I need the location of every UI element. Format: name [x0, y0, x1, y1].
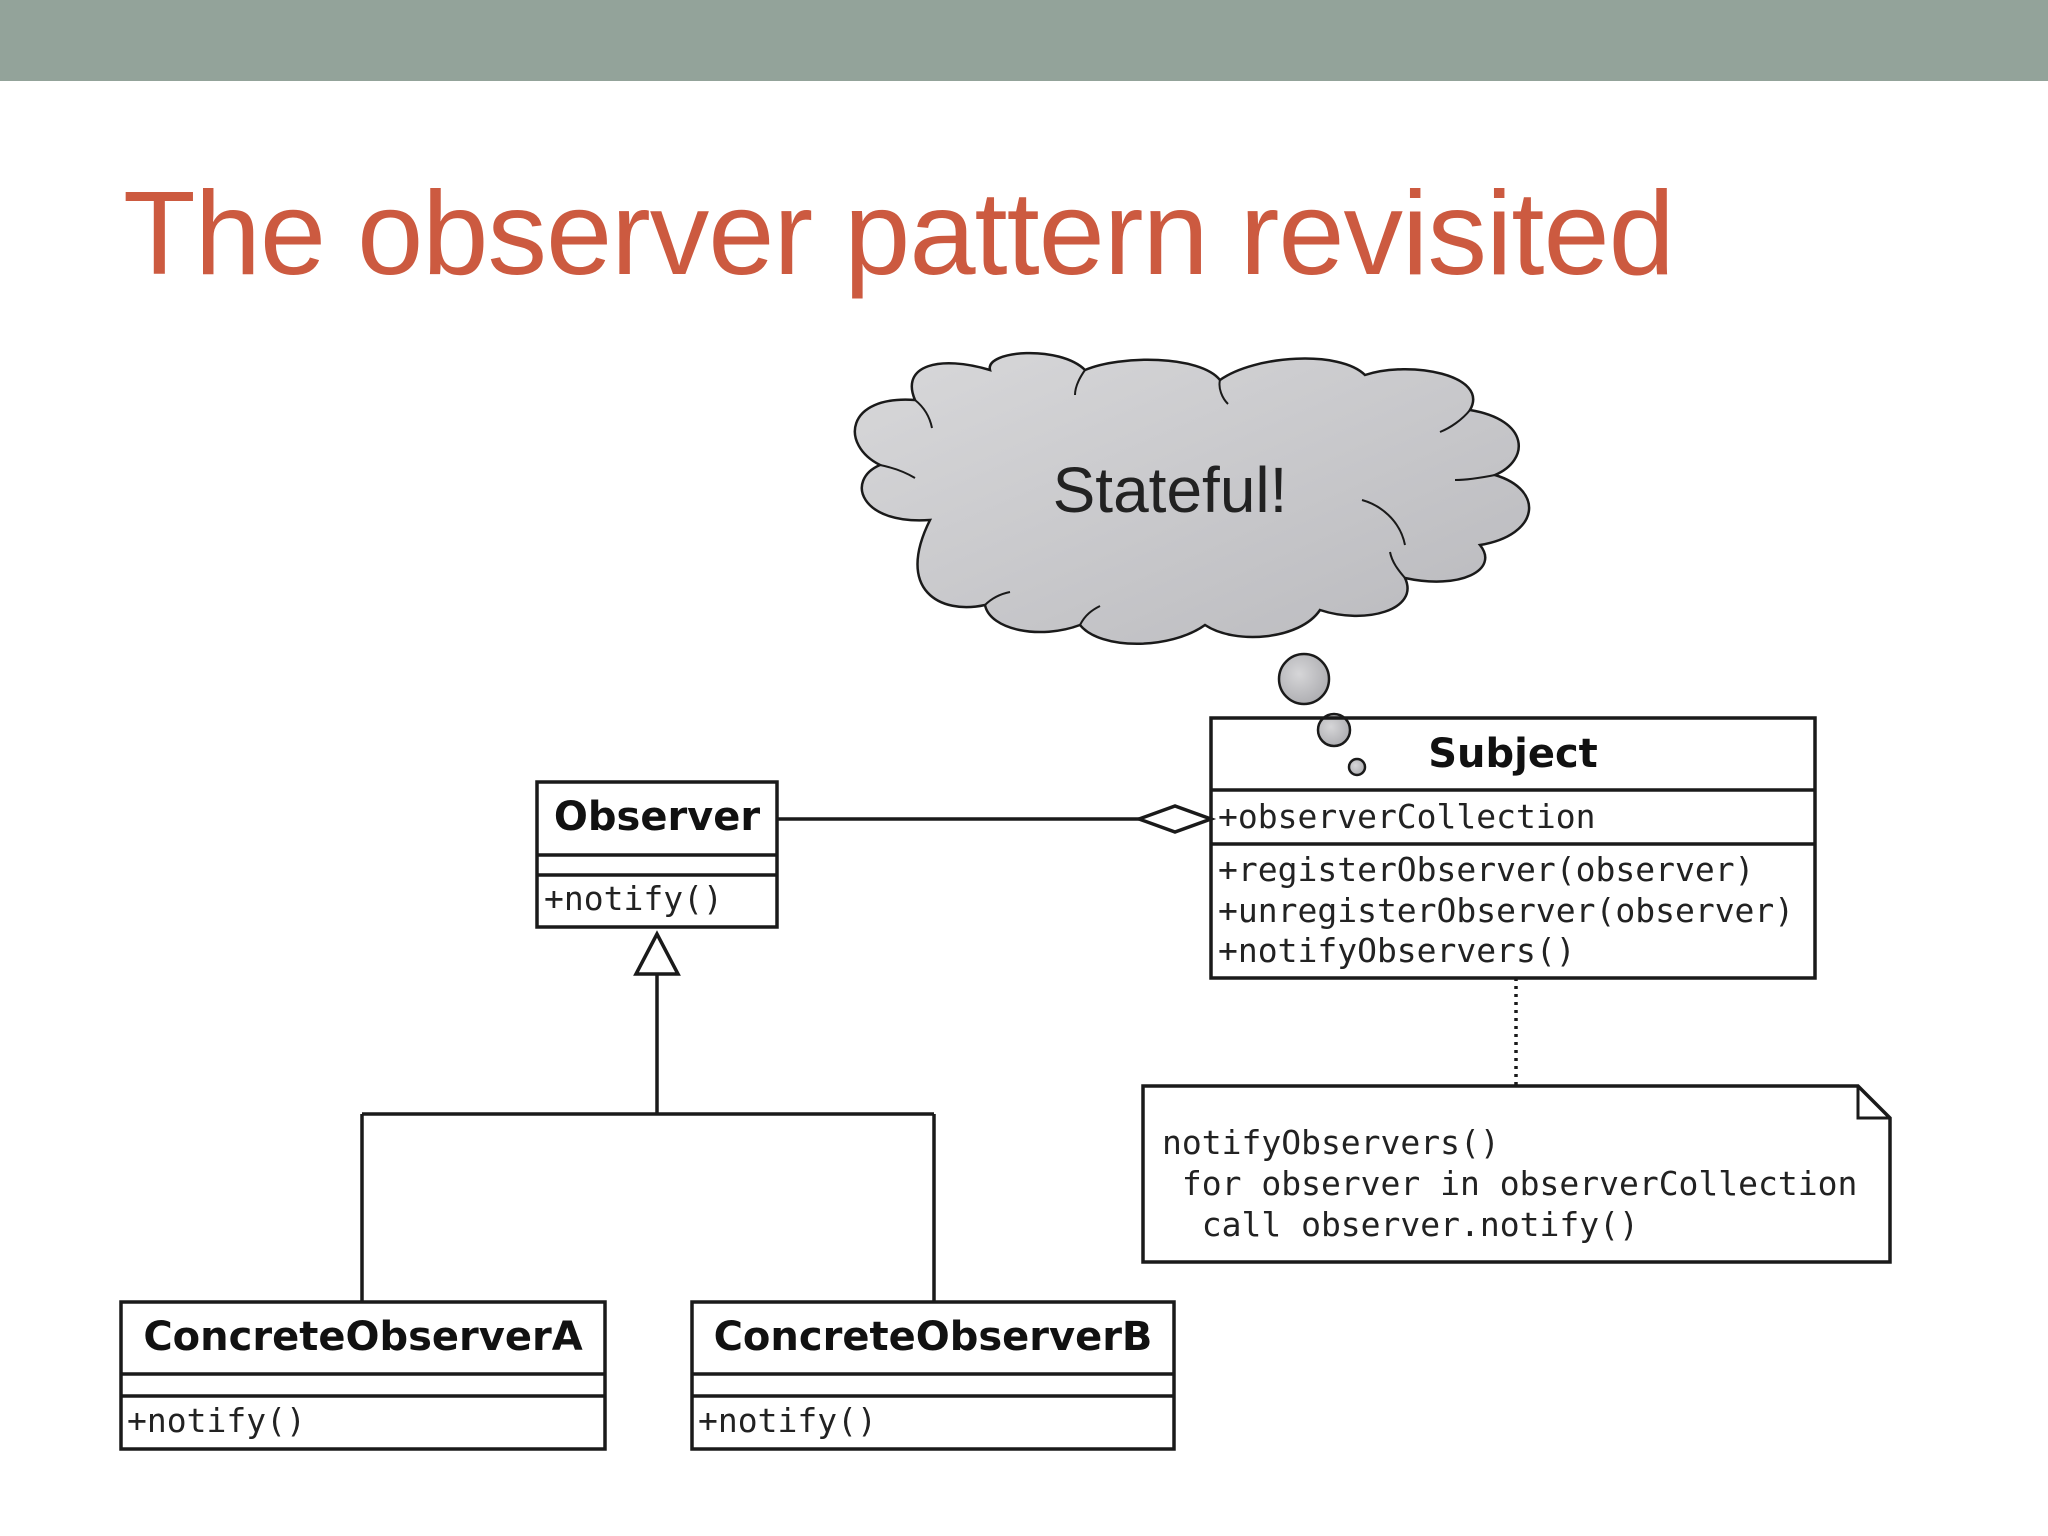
concrete-observer-b-name: ConcreteObserverB — [714, 1314, 1153, 1360]
class-subject: Subject +observerCollection +registerObs… — [1209, 716, 1817, 980]
aggregation-association — [777, 804, 1217, 834]
concrete-observer-a-operation: +notify() — [127, 1401, 306, 1440]
generalization-tree — [360, 930, 936, 1302]
note-line: for observer in observerCollection — [1162, 1164, 1857, 1203]
inheritance-arrow — [633, 930, 681, 976]
top-banner — [0, 0, 2048, 81]
concrete-observer-b-operation: +notify() — [698, 1401, 877, 1440]
cloud-text: Stateful! — [1053, 454, 1288, 526]
uml-note: notifyObservers() for observer in observ… — [1141, 1084, 1892, 1264]
concrete-observer-a-name: ConcreteObserverA — [143, 1314, 582, 1360]
note-line: call observer.notify() — [1162, 1205, 1639, 1244]
subject-operation: +unregisterObserver(observer) — [1218, 891, 1794, 930]
note-line: notifyObservers() — [1162, 1123, 1500, 1162]
thought-dot-large — [1277, 652, 1331, 706]
class-concrete-observer-a: ConcreteObserverA +notify() — [119, 1300, 607, 1451]
observer-operation: +notify() — [544, 879, 723, 918]
slide-title: The observer pattern revisited — [123, 167, 1675, 300]
thought-cloud: Stateful! — [853, 351, 1531, 645]
class-concrete-observer-b: ConcreteObserverB +notify() — [690, 1300, 1176, 1451]
thought-dot-medium — [1316, 712, 1352, 748]
observer-class-name: Observer — [554, 794, 761, 840]
class-observer: Observer +notify() — [535, 780, 779, 929]
subject-operation: +notifyObservers() — [1218, 931, 1576, 970]
subject-attribute: +observerCollection — [1218, 797, 1596, 836]
subject-class-name: Subject — [1428, 731, 1598, 777]
subject-operation: +registerObserver(observer) — [1218, 850, 1754, 889]
thought-dot-small — [1347, 757, 1367, 777]
